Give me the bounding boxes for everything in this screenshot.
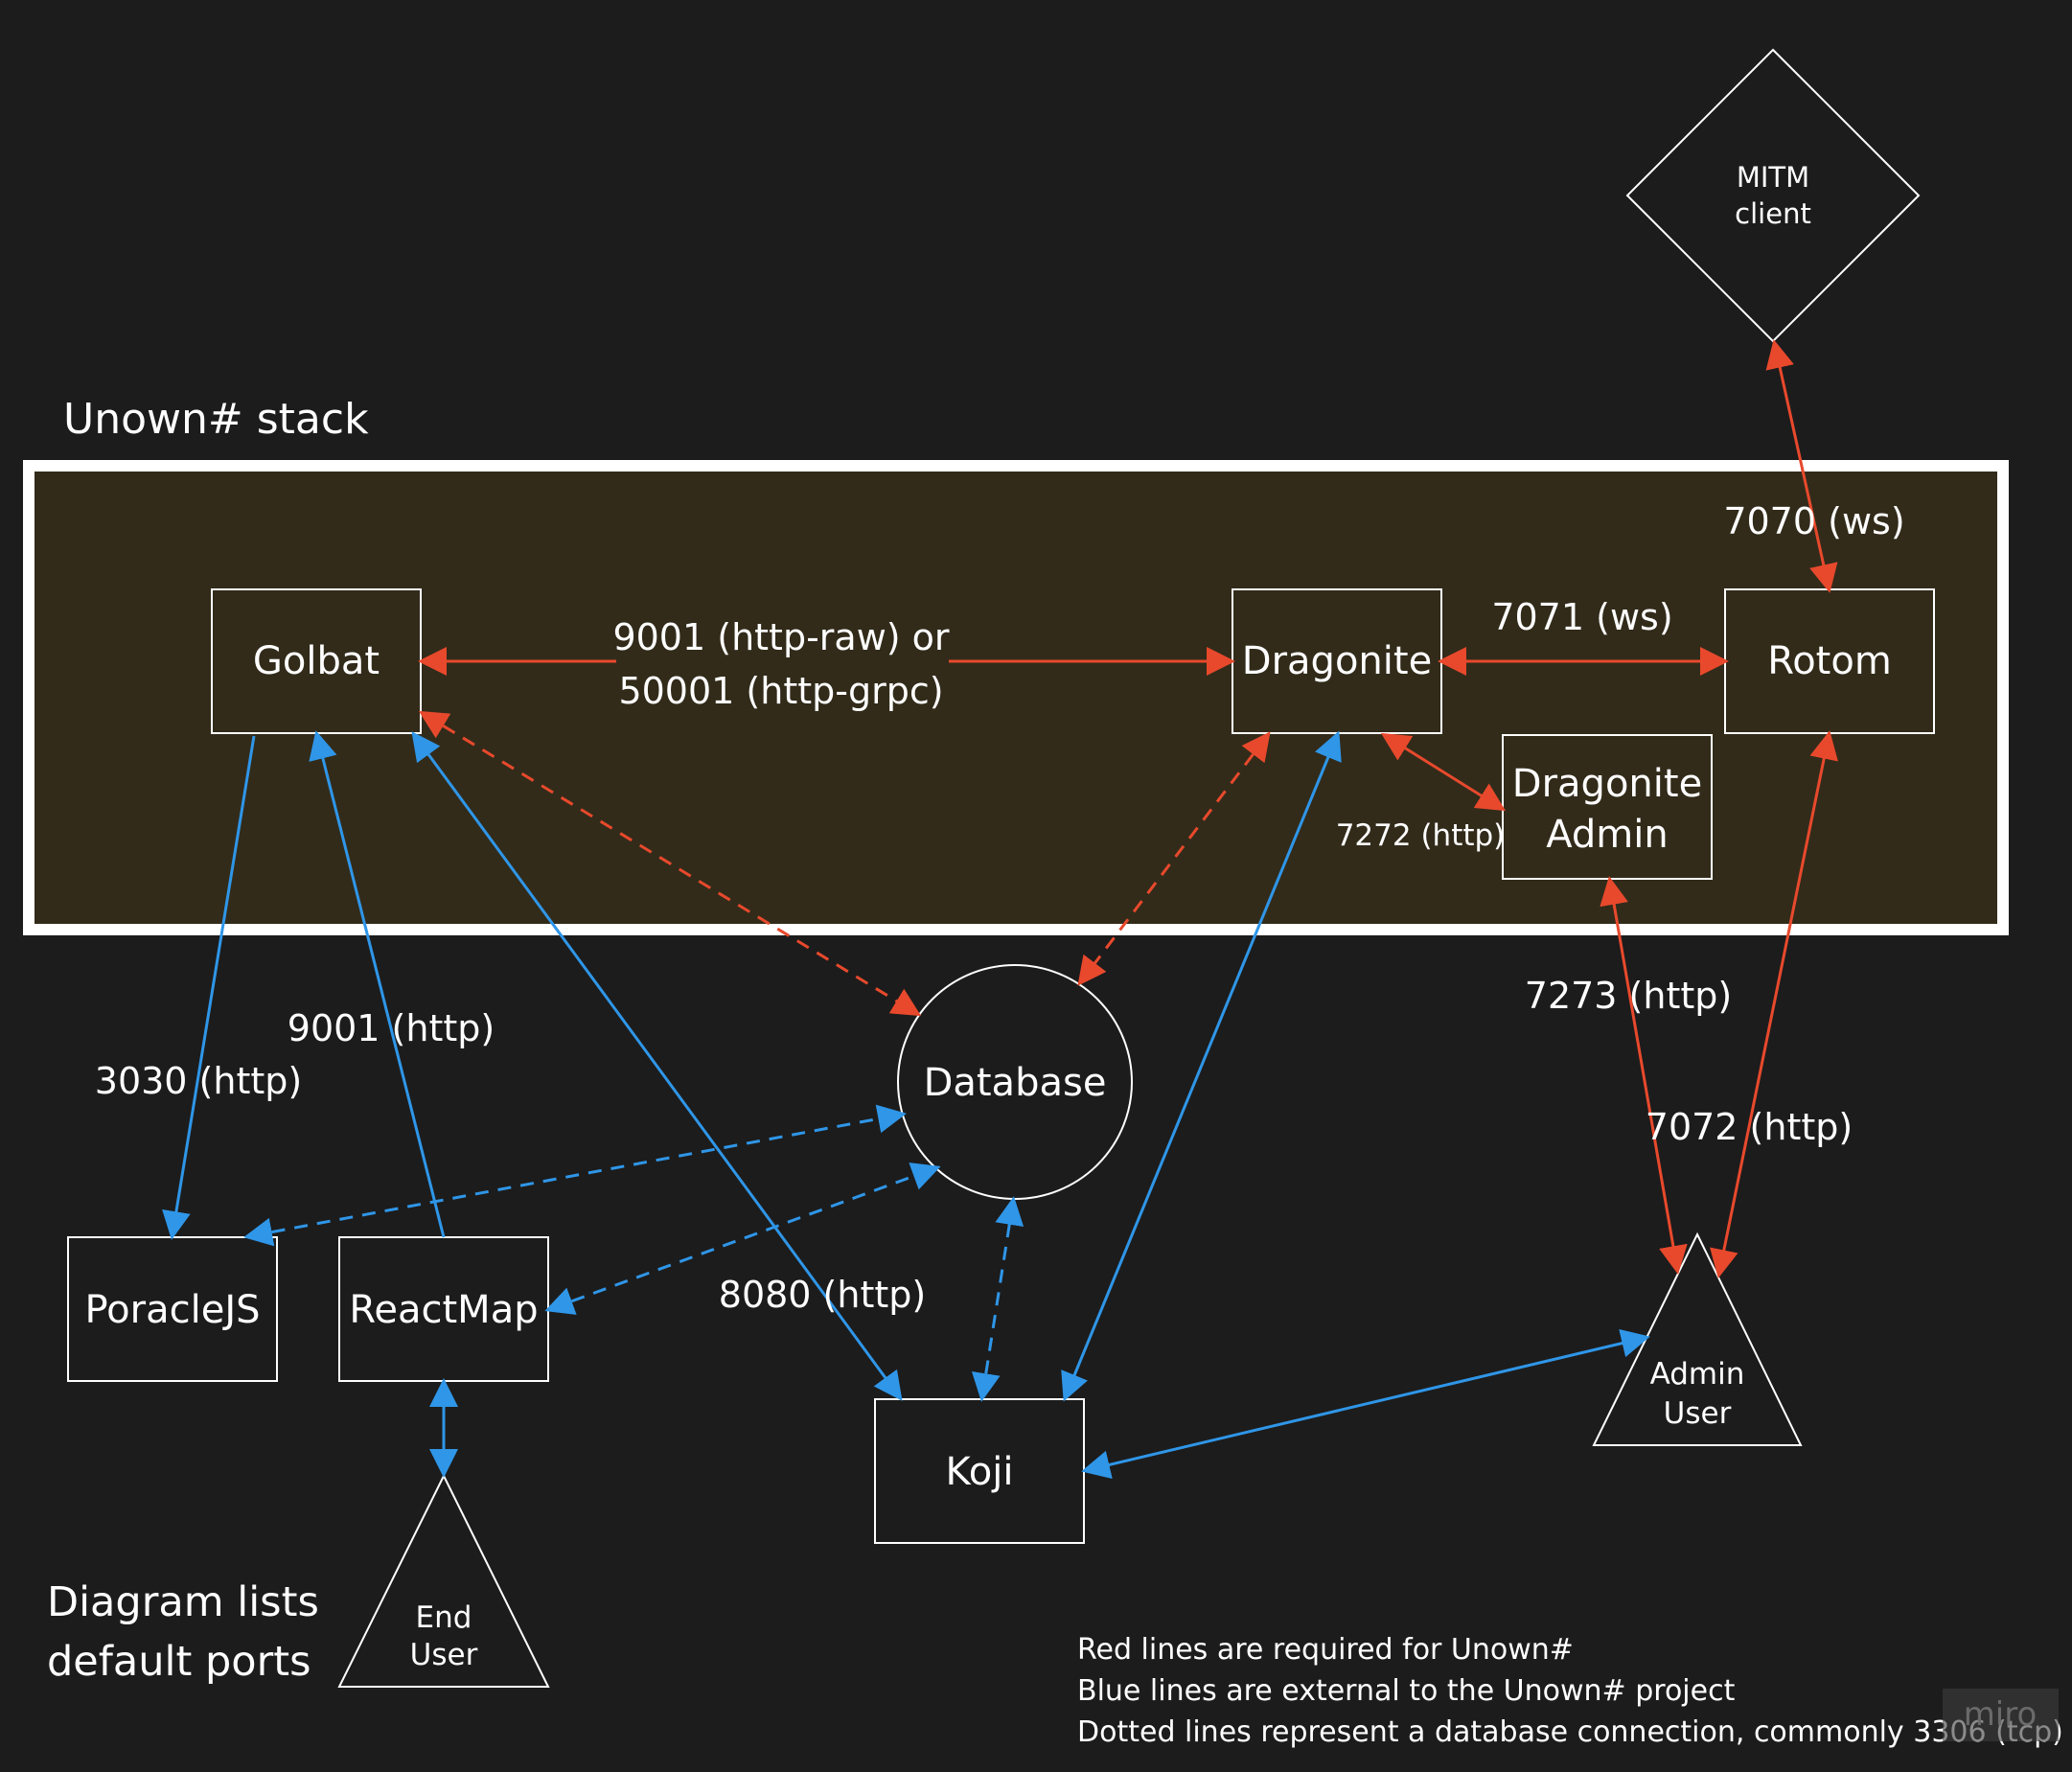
edge-rotom-admin-user [1710, 730, 1838, 1278]
golbat-label: Golbat [253, 639, 380, 683]
unown-stack-container [23, 460, 2009, 935]
edge-label-rotom-mitm: 7070 (ws) [1723, 500, 1904, 542]
koji-label: Koji [946, 1450, 1014, 1494]
edge-label-golbat-dragonite-1: 9001 (http-raw) or [612, 616, 949, 658]
edge-label-golbat-poraclejs: 3030 (http) [95, 1060, 302, 1102]
edge-label-reactmap-golbat: 9001 (http) [288, 1007, 495, 1049]
end-user-label-2: User [410, 1638, 478, 1672]
edge-label-admin-user-rotom: 7072 (http) [1646, 1106, 1853, 1148]
mitm-label-1: MITM [1737, 161, 1809, 194]
edge-label-admin-user-dragonite-admin: 7273 (http) [1525, 975, 1732, 1017]
edge-koji-dragonite [1061, 730, 1342, 1402]
mitm-label-2: client [1735, 197, 1811, 230]
footnote-left-1: Diagram lists [47, 1578, 319, 1626]
rotom-label: Rotom [1767, 639, 1892, 683]
edge-dragonite-dragonite-admin [1380, 732, 1507, 812]
mitm-client-node[interactable] [1625, 48, 1921, 343]
database-label: Database [924, 1061, 1107, 1105]
edge-label-golbat-dragonite-2: 50001 (http-grpc) [618, 670, 943, 712]
edge-golbat-poraclejs [162, 735, 256, 1240]
miro-watermark: miro [1964, 1695, 2037, 1734]
admin-user-label-2: User [1664, 1396, 1732, 1431]
admin-user-label-1: Admin [1650, 1357, 1745, 1392]
edge-poraclejs-database [243, 1104, 907, 1247]
reactmap-label: ReactMap [349, 1288, 538, 1332]
legend-line-3: Dotted lines represent a database connec… [1077, 1715, 2063, 1749]
miro-watermark-bg [1943, 1689, 2059, 1741]
edge-label-koji-golbat: 8080 (http) [719, 1274, 926, 1316]
footnote-left-2: default ports [47, 1638, 311, 1686]
edge-koji-admin-user [1081, 1328, 1650, 1480]
legend-line-2: Blue lines are external to the Unown# pr… [1077, 1674, 1736, 1708]
poraclejs-label: PoracleJS [84, 1288, 260, 1332]
edge-koji-database [971, 1196, 1024, 1402]
dragonite-label: Dragonite [1242, 639, 1432, 683]
end-user-node[interactable] [337, 1473, 550, 1688]
edge-rotom-mitm [1765, 339, 1838, 593]
legend-line-1: Red lines are required for Unown# [1077, 1633, 1574, 1667]
end-user-label-1: End [416, 1600, 472, 1635]
edge-label-dragonite-admin: 7272 (http) [1336, 818, 1506, 853]
edge-dragonite-admin-admin-user [1600, 876, 1688, 1275]
dragonite-admin-label-1: Dragonite [1512, 762, 1702, 806]
stack-title: Unown# stack [63, 395, 369, 444]
edge-label-dragonite-rotom: 7071 (ws) [1491, 596, 1672, 638]
dragonite-admin-label-2: Admin [1546, 813, 1668, 857]
